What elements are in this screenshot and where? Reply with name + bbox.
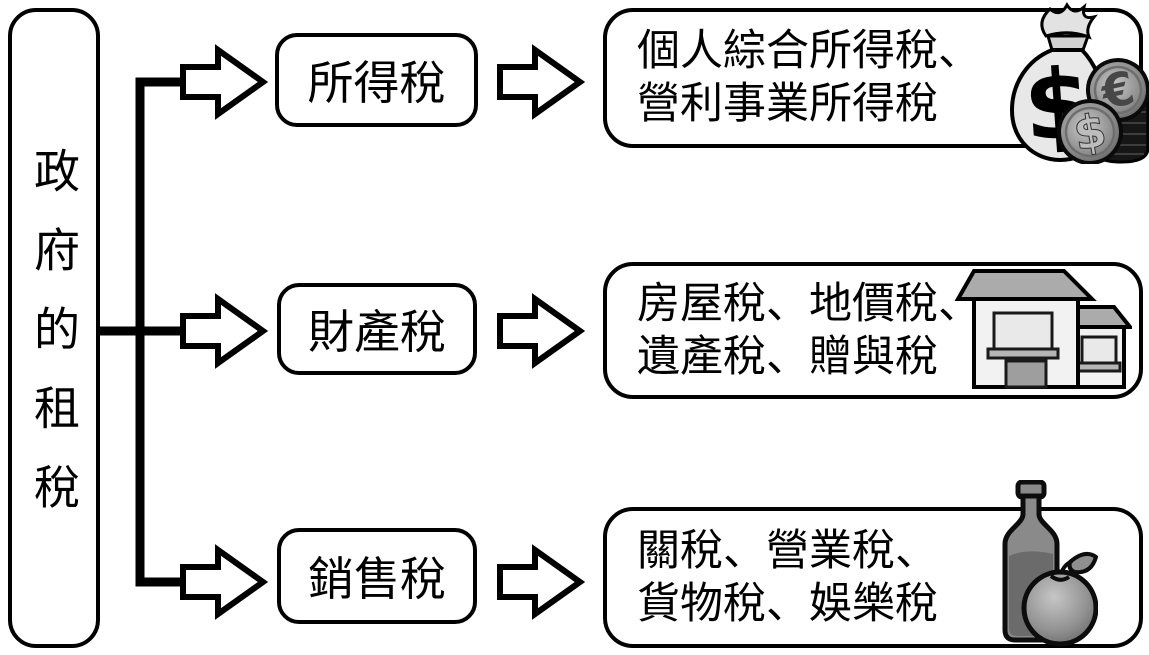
examples-line: 貨物稅、娛樂稅 [637,579,938,628]
block-arrow-row2-left [180,293,269,369]
houses-icon [954,269,1132,389]
block-arrow-row2-right [497,293,586,369]
category-box-sales-tax: 銷售稅 [277,528,477,624]
block-arrow-row1-right [497,44,586,120]
category-label: 所得稅 [307,57,446,109]
dollar-coin: $ [1057,99,1123,164]
root-label: 政府的租稅 [28,147,80,542]
category-label: 財產稅 [308,306,446,358]
block-arrow-row3-left [180,544,269,620]
fruit-dimple [1049,574,1071,582]
fruit-leaf [1067,551,1098,575]
money-bag-coins-icon: $ € $ [1009,2,1149,164]
examples-line: 關稅、營業稅、 [637,526,938,575]
examples-line: 個人綜合所得稅、 [637,27,981,75]
fruit [1021,551,1098,647]
block-arrow-row3-right [497,544,586,620]
category-label: 銷售稅 [308,553,446,605]
category-box-property-tax: 財產稅 [277,283,477,375]
fruit-body [1021,569,1098,647]
root-box-government-taxes: 政府的租稅 [8,8,100,648]
bottle-fruit-icon [1002,480,1098,647]
category-box-income-tax: 所得稅 [275,33,478,127]
examples-line: 遺產稅、贈與稅 [637,332,938,381]
examples-line: 房屋稅、地價稅、 [637,279,981,328]
examples-line: 營利事業所得稅 [637,80,938,128]
big-house [954,269,1097,389]
block-arrow-row1-left [180,44,269,120]
bag-tuft [1040,2,1098,40]
